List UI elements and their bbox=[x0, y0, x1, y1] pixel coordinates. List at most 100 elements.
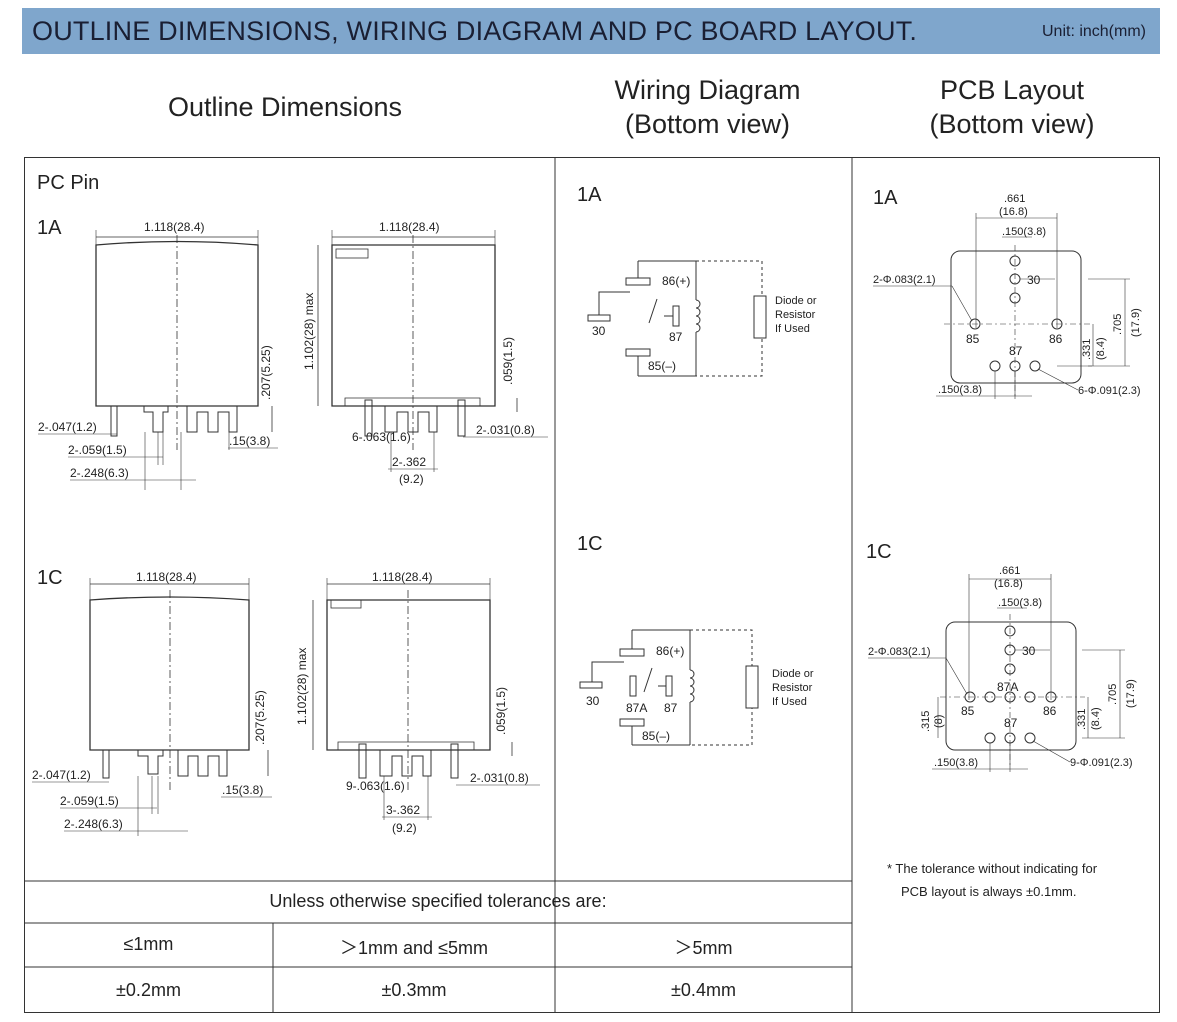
wiring-30-label: 30 bbox=[592, 324, 606, 338]
dim-width-1c-side: 1.118(28.4) bbox=[372, 570, 433, 584]
pcb-dim-150-top-1c: .150(3.8) bbox=[998, 597, 1042, 609]
pcb-pin-85-1c: 85 bbox=[961, 704, 975, 718]
dim-031-1a: 2-.031(0.8) bbox=[476, 423, 535, 437]
dim-height-1c: 1.102(28) max bbox=[295, 648, 309, 725]
pc-pin-label: PC Pin bbox=[37, 172, 100, 194]
dim-047-1a: 2-.047(1.2) bbox=[38, 420, 97, 434]
wiring-diode-line2-1a: Resistor bbox=[775, 309, 816, 321]
dim-063-1a: 6-.063(1.6) bbox=[352, 430, 411, 444]
pcb-hole-083-1a: 2-Φ.083(2.1) bbox=[873, 274, 936, 286]
pcb-dim-179-1a: (17.9) bbox=[1130, 308, 1142, 337]
tolerance-header-2: ＞1mm and ≤5mm bbox=[340, 938, 488, 958]
wiring-85-label: 85(–) bbox=[648, 359, 676, 373]
pcb-pin-87a-1c: 87A bbox=[997, 680, 1018, 694]
wiring-1c-label: 1C bbox=[577, 533, 603, 555]
wiring-1a-diagram: 86(+) 30 87 85(–) Diode or Resistor If U… bbox=[587, 260, 817, 377]
pcb-dim-8-1c: (8) bbox=[933, 715, 945, 728]
outline-heading: Outline Dimensions bbox=[167, 92, 403, 122]
dim-207-1c: .207(5.25) bbox=[253, 690, 267, 745]
wiring-86-label-1c: 86(+) bbox=[656, 644, 684, 658]
dim-92-1a: (9.2) bbox=[399, 472, 424, 486]
pcb-dim-179-1c: (17.9) bbox=[1125, 679, 1137, 708]
drawing-frame bbox=[24, 157, 1160, 1013]
pcb-pin-87-1c: 87 bbox=[1004, 716, 1018, 730]
wiring-85-label-1c: 85(–) bbox=[642, 729, 670, 743]
tolerance-header-3: ＞5mm bbox=[674, 938, 733, 958]
tolerance-value-1: ±0.2mm bbox=[116, 980, 181, 1000]
tolerance-value-2: ±0.3mm bbox=[381, 980, 447, 1000]
pcb-note-line2: PCB layout is always ±0.1mm. bbox=[901, 884, 1077, 899]
pcb-1a-layout: .661 (16.8) .150(3.8) 30 85 86 87 2-Φ.08… bbox=[873, 193, 1142, 399]
wiring-diode-line3-1c: If Used bbox=[772, 696, 807, 708]
dim-width-1c-front: 1.118(28.4) bbox=[136, 570, 197, 584]
pcb-dim-705-1a: .705 bbox=[1112, 314, 1124, 335]
dim-height-1a: 1.102(28) max bbox=[302, 293, 316, 370]
wiring-87a-label: 87A bbox=[626, 701, 647, 715]
dim-15-1c: .15(3.8) bbox=[222, 783, 263, 797]
dim-362-1a: 2-.362 bbox=[392, 455, 426, 469]
pcb-hole-083-1c: 2-Φ.083(2.1) bbox=[868, 646, 931, 658]
pcb-pin-87-1a: 87 bbox=[1009, 344, 1023, 358]
pcb-1c-label: 1C bbox=[866, 541, 892, 563]
outline-1c-label: 1C bbox=[37, 567, 63, 589]
pcb-dim-661-1c: .661 bbox=[999, 565, 1020, 577]
dim-248-1a: 2-.248(6.3) bbox=[70, 466, 129, 480]
wiring-diode-line1-1a: Diode or bbox=[775, 295, 817, 307]
pcb-pin-30-1a: 30 bbox=[1027, 273, 1041, 287]
pcb-note-line1: * The tolerance without indicating for bbox=[887, 861, 1098, 876]
wiring-87-label-1c: 87 bbox=[664, 701, 678, 715]
wiring-heading-line2: (Bottom view) bbox=[624, 109, 791, 139]
dim-047-1c: 2-.047(1.2) bbox=[32, 768, 91, 782]
pcb-dim-84-1c: (8.4) bbox=[1090, 707, 1102, 730]
pcb-pin-86-1c: 86 bbox=[1043, 704, 1057, 718]
tolerance-header-1: ≤1mm bbox=[123, 934, 174, 954]
wiring-30-label-1c: 30 bbox=[586, 694, 600, 708]
pcb-dim-168-1a: (16.8) bbox=[999, 206, 1028, 218]
pcb-dim-150-bottom-1a: .150(3.8) bbox=[938, 384, 982, 396]
dim-width-1a-front: 1.118(28.4) bbox=[144, 220, 205, 234]
dim-2059-1a: 2-.059(1.5) bbox=[68, 443, 127, 457]
dim-059-1c: .059(1.5) bbox=[494, 687, 508, 735]
dim-063-1c: 9-.063(1.6) bbox=[346, 779, 405, 793]
dim-362-1c: 3-.362 bbox=[386, 803, 420, 817]
wiring-diode-line1-1c: Diode or bbox=[772, 668, 814, 680]
wiring-1c-diagram: 86(+) 30 87A 87 85(–) Diode or Resistor … bbox=[579, 629, 814, 746]
pcb-heading-line2: (Bottom view) bbox=[929, 109, 1095, 139]
tolerance-caption: Unless otherwise specified tolerances ar… bbox=[269, 891, 607, 911]
dim-059-1a: .059(1.5) bbox=[501, 337, 515, 385]
pcb-hole-091-1a: 6-Φ.091(2.3) bbox=[1078, 385, 1141, 397]
title-banner: OUTLINE DIMENSIONS, WIRING DIAGRAM AND P… bbox=[22, 8, 1160, 54]
pcb-dim-84-1a: (8.4) bbox=[1095, 337, 1107, 360]
page-title: OUTLINE DIMENSIONS, WIRING DIAGRAM AND P… bbox=[32, 16, 918, 46]
pcb-dim-705-1c: .705 bbox=[1107, 684, 1119, 705]
pcb-heading-line1: PCB Layout bbox=[939, 75, 1085, 105]
pcb-1a-label: 1A bbox=[873, 187, 898, 209]
outline-1a-label: 1A bbox=[37, 217, 62, 239]
dim-031-1c: 2-.031(0.8) bbox=[470, 771, 529, 785]
outline-1c-drawing: 1.118(28.4) .207(5.25) 2-.047(1.2) 2-.05… bbox=[32, 570, 540, 836]
dim-248-1c: 2-.248(6.3) bbox=[64, 817, 123, 831]
dim-207-1a: .207(5.25) bbox=[259, 345, 273, 400]
pcb-hole-091-1c: 9-Φ.091(2.3) bbox=[1070, 757, 1133, 769]
wiring-diode-line2-1c: Resistor bbox=[772, 682, 813, 694]
wiring-87-label: 87 bbox=[669, 330, 683, 344]
pcb-1c-layout: .661 (16.8) .150(3.8) 30 87A 85 86 87 2-… bbox=[868, 565, 1137, 772]
pcb-dim-168-1c: (16.8) bbox=[994, 578, 1023, 590]
wiring-86-label: 86(+) bbox=[662, 274, 690, 288]
pcb-pin-85-1a: 85 bbox=[966, 332, 980, 346]
pcb-dim-661-1a: .661 bbox=[1004, 193, 1025, 205]
dim-15-1a: .15(3.8) bbox=[229, 434, 270, 448]
wiring-diode-line3-1a: If Used bbox=[775, 323, 810, 335]
unit-label: Unit: inch(mm) bbox=[1041, 23, 1146, 40]
pcb-pin-86-1a: 86 bbox=[1049, 332, 1063, 346]
pcb-dim-150-top-1a: .150(3.8) bbox=[1002, 226, 1046, 238]
wiring-1a-label: 1A bbox=[577, 184, 602, 206]
dim-92-1c: (9.2) bbox=[392, 821, 417, 835]
pcb-pin-30-1c: 30 bbox=[1022, 644, 1036, 658]
wiring-heading-line1: Wiring Diagram bbox=[614, 75, 801, 105]
outline-1a-drawing: 1.118(28.4) .207(5.25) 2-.047(1.2) 2-.05… bbox=[38, 220, 548, 490]
tolerance-value-3: ±0.4mm bbox=[671, 980, 736, 1000]
pcb-dim-331-1a: .331 bbox=[1081, 339, 1093, 360]
dim-2059-1c: 2-.059(1.5) bbox=[60, 794, 119, 808]
